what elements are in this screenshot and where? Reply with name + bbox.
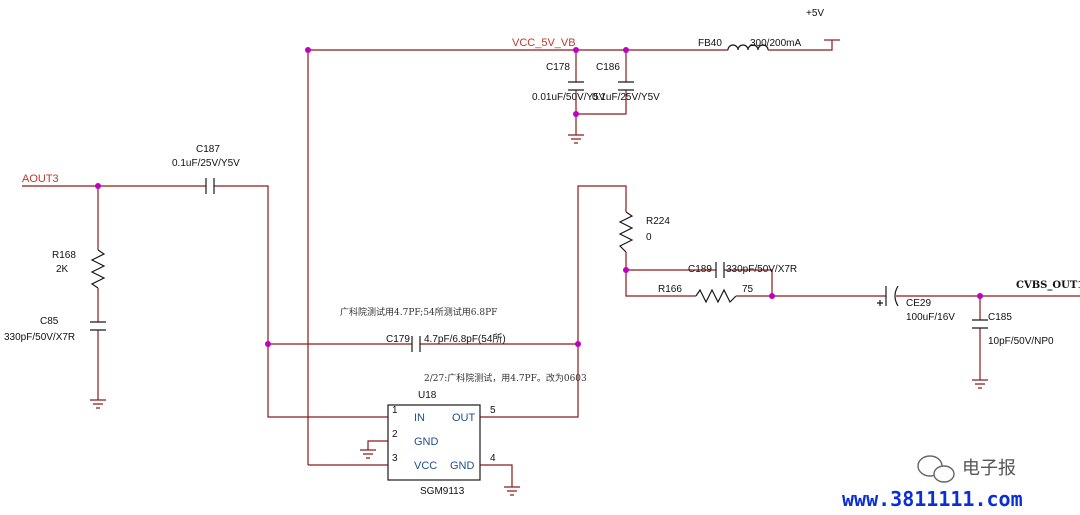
ic-u18: [387, 404, 481, 481]
junction-dot: [623, 47, 629, 53]
junctions: [95, 47, 983, 347]
ground-symbols: [90, 134, 988, 496]
c178-ref: C178: [546, 62, 570, 73]
wechat-icon: [917, 455, 955, 483]
annotation-note-1: 广科院测试用4.7PF;54所测试用6.8PF: [340, 306, 497, 318]
r166-ref: R166: [658, 284, 682, 295]
junction-dot: [573, 47, 579, 53]
capacitor-c178: [568, 81, 584, 91]
fb40-value: 300/200mA: [750, 38, 801, 49]
ce29-ref: CE29: [906, 298, 931, 309]
watermark-brand: 电子报: [962, 458, 1016, 479]
junction-dot: [305, 47, 311, 53]
ground-icon: [90, 399, 106, 409]
junction-dot: [769, 293, 775, 299]
ground-icon: [972, 379, 988, 389]
c185-value: 10pF/50V/NP0: [988, 336, 1054, 347]
wires: [22, 40, 1080, 487]
net-label-aout3: AOUT3: [22, 173, 59, 185]
c186-value: 0.1uF/25V/Y5V: [592, 92, 660, 103]
c185-ref: C185: [988, 312, 1012, 323]
c85-value: 330pF/50V/X7R: [4, 332, 75, 343]
electrolytic-capacitor-ce29: [877, 285, 899, 307]
c189-value: 330pF/50V/X7R: [726, 264, 797, 275]
capacitor-c187: [205, 178, 215, 194]
r224-value: 0: [646, 232, 652, 243]
resistor-r166: [695, 288, 737, 304]
ic-pin-vcc-name: VCC: [414, 460, 437, 472]
ic-part: SGM9113: [420, 486, 465, 497]
c179-ref: C179: [386, 334, 410, 345]
ic-ref: U18: [418, 390, 437, 401]
capacitor-c185: [972, 319, 988, 329]
ic-pin-gnd-name: GND: [414, 436, 439, 448]
c187-ref: C187: [196, 144, 220, 155]
junction-dot: [95, 183, 101, 189]
annotation-note-2: 2/27:广科院测试，用4.7PF。改为0603: [424, 372, 587, 384]
ground-icon: [360, 449, 376, 459]
c189-ref: C189: [688, 264, 712, 275]
ic-pin-in-name: IN: [414, 412, 425, 424]
capacitor-c186: [618, 81, 634, 91]
ic-pin-4-number: 4: [490, 453, 496, 464]
r224-ref: R224: [646, 216, 670, 227]
junction-dot: [623, 267, 629, 273]
ic-pin-2-number: 2: [392, 429, 398, 440]
junction-dot: [977, 293, 983, 299]
watermark-url: www.3811111.com: [842, 487, 1023, 511]
net-label-cvbs-out1: CVBS_OUT1: [1016, 280, 1080, 291]
c179-value: 4.7pF/6.8pF(54所): [424, 333, 506, 345]
r166-value: 75: [742, 284, 754, 295]
r168-value: 2K: [56, 264, 69, 275]
r168-ref: R168: [52, 250, 76, 261]
ce29-value: 100uF/16V: [906, 312, 955, 323]
c186-ref: C186: [596, 62, 620, 73]
resistor-r224: [618, 211, 634, 253]
net-label-vcc-5v-vb: VCC_5V_VB: [512, 37, 576, 49]
plus-5v-label: +5V: [806, 8, 824, 19]
ic-pin-3-number: 3: [392, 453, 398, 464]
ic-pin-out-name: OUT: [452, 412, 476, 424]
capacitor-c189: [715, 262, 725, 278]
ground-icon: [504, 486, 520, 496]
ferrite-bead-fb40: [727, 44, 808, 51]
c178-value: 0.01uF/50V/Y5V: [532, 92, 606, 103]
capacitor-c179: [411, 336, 421, 352]
ic-body: [387, 404, 481, 481]
ground-icon: [568, 134, 584, 144]
junction-dot: [575, 341, 581, 347]
ic-pin-5-number: 5: [490, 405, 496, 416]
ic-pin-gnd2-name: GND: [450, 460, 475, 472]
ic-pin-1-number: 1: [392, 405, 398, 416]
fb40-ref: FB40: [698, 38, 722, 49]
junction-dot: [573, 111, 579, 117]
c187-value: 0.1uF/25V/Y5V: [172, 158, 240, 169]
junction-dot: [265, 341, 271, 347]
capacitor-c85: [90, 321, 106, 331]
resistor-r168: [90, 249, 106, 289]
c85-ref: C85: [40, 316, 59, 327]
